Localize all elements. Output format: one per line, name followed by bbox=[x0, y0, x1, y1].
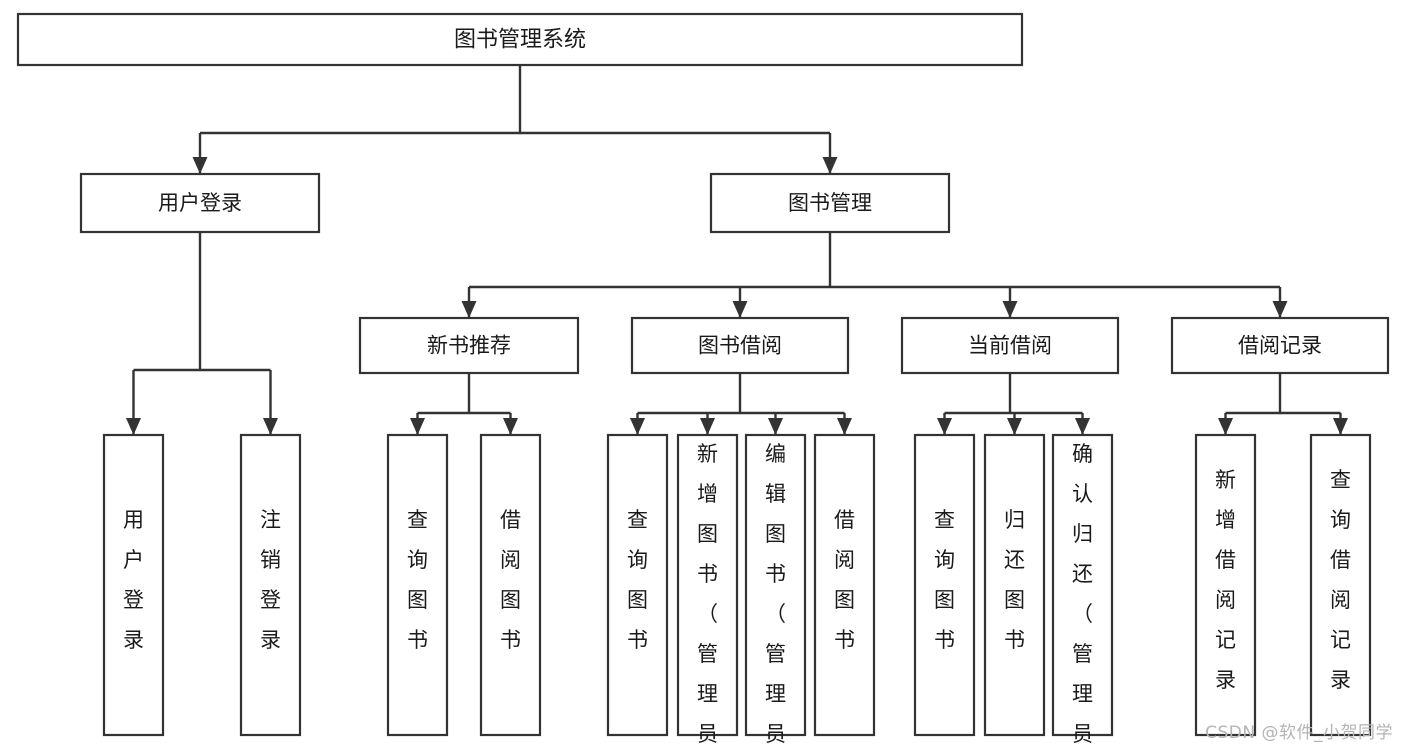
node-leaf-borrow-book-2[interactable]: 借阅图书 bbox=[813, 433, 876, 737]
node-leaf-borrow-book-1[interactable]: 借阅图书 bbox=[479, 433, 542, 737]
arrow-head-icon bbox=[768, 418, 783, 435]
node-leaf-add-record[interactable]: 新增借阅记录 bbox=[1194, 433, 1257, 737]
node-label: 查询图书 bbox=[407, 508, 428, 652]
node-label: 新增图书（管理员） bbox=[697, 442, 718, 747]
edge-group-root bbox=[192, 65, 838, 174]
node-borrow-record[interactable]: 借阅记录 bbox=[1170, 316, 1390, 375]
node-book-manage[interactable]: 图书管理 bbox=[709, 172, 951, 234]
node-leaf-confirm-return[interactable]: 确认归还（管理员） bbox=[1051, 433, 1114, 747]
node-leaf-query-book-2[interactable]: 查询图书 bbox=[606, 433, 669, 737]
arrow-head-icon bbox=[732, 301, 748, 318]
node-label: 查询图书 bbox=[934, 508, 955, 652]
arrow-head-icon bbox=[1218, 418, 1233, 435]
arrow-head-icon bbox=[192, 157, 208, 174]
node-root[interactable]: 图书管理系统 bbox=[16, 12, 1024, 67]
node-label: 借阅记录 bbox=[1238, 334, 1322, 358]
arrow-head-icon bbox=[630, 418, 645, 435]
node-box bbox=[744, 433, 807, 737]
arrow-head-icon bbox=[700, 418, 715, 435]
node-label: 查询借阅记录 bbox=[1330, 468, 1351, 692]
node-label: 归还图书 bbox=[1004, 508, 1025, 652]
node-label: 用户登录 bbox=[158, 191, 242, 215]
node-leaf-edit-book[interactable]: 编辑图书（管理员） bbox=[744, 433, 807, 747]
node-leaf-add-book[interactable]: 新增图书（管理员） bbox=[676, 433, 739, 747]
node-box bbox=[709, 172, 951, 234]
arrow-head-icon bbox=[503, 418, 518, 435]
arrow-head-icon bbox=[837, 418, 852, 435]
node-leaf-query-record[interactable]: 查询借阅记录 bbox=[1309, 433, 1372, 737]
arrow-head-icon bbox=[461, 301, 477, 318]
connector-layer bbox=[126, 65, 1348, 435]
node-box bbox=[1194, 433, 1257, 737]
node-box bbox=[900, 316, 1120, 375]
edge-group-new-book-recommend bbox=[410, 373, 518, 435]
node-label: 借阅图书 bbox=[500, 508, 521, 652]
node-box bbox=[606, 433, 669, 737]
edge-group-book-manage bbox=[461, 232, 1288, 318]
node-label: 新书推荐 bbox=[427, 334, 511, 358]
node-box bbox=[813, 433, 876, 737]
node-current-borrow[interactable]: 当前借阅 bbox=[900, 316, 1120, 375]
node-box bbox=[1051, 433, 1114, 737]
arrow-head-icon bbox=[937, 418, 952, 435]
csdn-watermark: CSDN @软件_小贺同学 bbox=[1205, 723, 1393, 743]
node-box bbox=[676, 433, 739, 737]
node-label: 图书管理 bbox=[788, 191, 872, 215]
node-label: 查询图书 bbox=[627, 508, 648, 652]
node-box bbox=[16, 12, 1024, 67]
node-user-login[interactable]: 用户登录 bbox=[79, 172, 321, 234]
node-box bbox=[630, 316, 850, 375]
node-label: 确认归还（管理员） bbox=[1072, 442, 1093, 747]
arrow-head-icon bbox=[410, 418, 425, 435]
node-box bbox=[239, 433, 302, 737]
node-box bbox=[479, 433, 542, 737]
arrow-head-icon bbox=[1075, 418, 1090, 435]
arrow-head-icon bbox=[263, 418, 278, 435]
node-label: 借阅图书 bbox=[834, 508, 855, 652]
node-box bbox=[102, 433, 165, 737]
arrow-head-icon bbox=[822, 157, 838, 174]
edge-group-current-borrow bbox=[937, 373, 1090, 435]
node-leaf-query-book-3[interactable]: 查询图书 bbox=[913, 433, 976, 737]
node-new-book-recommend[interactable]: 新书推荐 bbox=[358, 316, 580, 375]
node-box bbox=[386, 433, 449, 737]
edge-group-borrow-record bbox=[1218, 373, 1348, 435]
node-box bbox=[1170, 316, 1390, 375]
node-label: 注销登录 bbox=[260, 508, 281, 652]
node-leaf-return-book[interactable]: 归还图书 bbox=[983, 433, 1046, 737]
arrow-head-icon bbox=[1272, 301, 1288, 318]
node-label: 图书借阅 bbox=[698, 334, 782, 358]
node-leaf-logout[interactable]: 注销登录 bbox=[239, 433, 302, 737]
arrow-head-icon bbox=[1007, 418, 1022, 435]
edge-group-user-login bbox=[126, 232, 278, 435]
node-book-borrow[interactable]: 图书借阅 bbox=[630, 316, 850, 375]
node-label: 用户登录 bbox=[123, 508, 144, 652]
node-leaf-query-book-1[interactable]: 查询图书 bbox=[386, 433, 449, 737]
node-box bbox=[913, 433, 976, 737]
node-label: 编辑图书（管理员） bbox=[765, 442, 786, 747]
arrow-head-icon bbox=[1333, 418, 1348, 435]
node-leaf-user-login[interactable]: 用户登录 bbox=[102, 433, 165, 737]
node-box bbox=[1309, 433, 1372, 737]
node-label: 图书管理系统 bbox=[454, 28, 586, 53]
arrow-head-icon bbox=[1002, 301, 1018, 318]
node-box bbox=[79, 172, 321, 234]
node-label: 当前借阅 bbox=[968, 334, 1052, 358]
node-label: 新增借阅记录 bbox=[1215, 468, 1236, 692]
node-box bbox=[358, 316, 580, 375]
arrow-head-icon bbox=[126, 418, 141, 435]
node-layer: 图书管理系统用户登录图书管理新书推荐图书借阅当前借阅借阅记录用户登录注销登录查询… bbox=[16, 12, 1390, 747]
node-box bbox=[983, 433, 1046, 737]
edge-group-book-borrow bbox=[630, 373, 852, 435]
